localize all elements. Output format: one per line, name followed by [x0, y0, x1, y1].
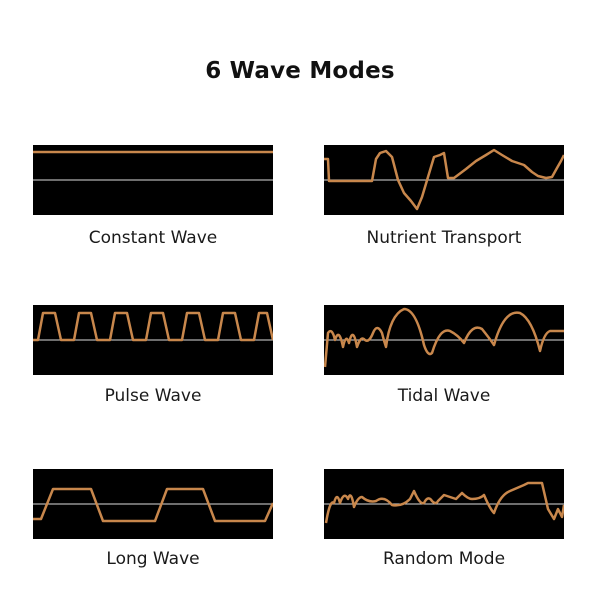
nutrient-transport-diagram	[324, 145, 564, 215]
tidal-wave-label: Tidal Wave	[397, 386, 491, 406]
pulse-wave-label: Pulse Wave	[104, 386, 202, 406]
wave-line	[324, 481, 564, 524]
constant-wave-diagram	[33, 145, 273, 215]
wave-line	[324, 148, 564, 211]
constant-wave-label: Constant Wave	[88, 228, 218, 248]
wave-line	[33, 311, 273, 342]
random-mode-label: Random Mode	[382, 549, 506, 569]
pulse-wave-diagram	[33, 305, 273, 375]
wave-line	[33, 487, 273, 523]
random-mode-diagram	[324, 469, 564, 539]
wave-line	[324, 307, 564, 368]
long-wave-label: Long Wave	[106, 549, 200, 569]
nutrient-transport-label: Nutrient Transport	[366, 228, 522, 248]
long-wave-diagram	[33, 469, 273, 539]
page-title: 6 Wave Modes	[205, 58, 395, 84]
tidal-wave-diagram	[324, 305, 564, 375]
